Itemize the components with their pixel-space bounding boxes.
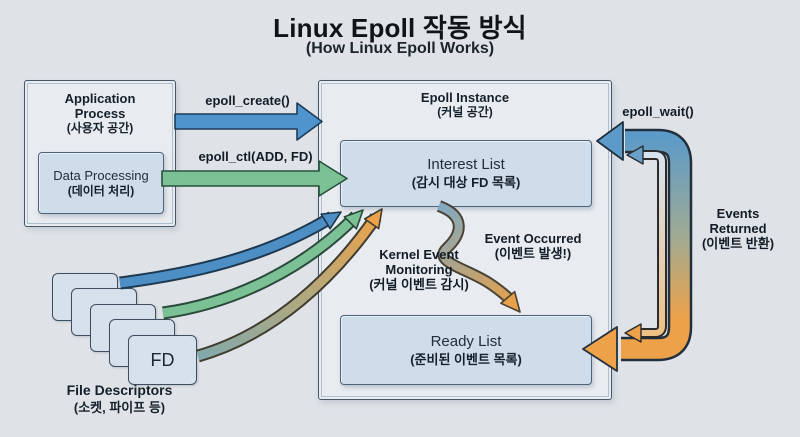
epoll-instance-header: Epoll Instance (커널 공간) (319, 90, 611, 120)
application-process-title: Application Process (64, 91, 136, 121)
fd-caption: File Descriptors (소켓, 파이프 등) (32, 382, 207, 416)
interest-list-box: Interest List (감시 대상 FD 목록) (340, 140, 592, 207)
ready-list-box: Ready List (준비된 이벤트 목록) (340, 315, 592, 385)
epoll-create-label: epoll_create() (205, 93, 290, 108)
epoll-wait-label: epoll_wait() (622, 104, 694, 119)
fd-label: FD (150, 349, 175, 370)
event-occurred-label: Event Occurred (이벤트 발생!) (472, 231, 594, 261)
application-process-header: Application Process (사용자 공간) (25, 91, 175, 136)
kernel-monitoring-line: (커널 이벤트 감시) (369, 277, 469, 292)
interest-list-title: Interest List (427, 156, 505, 173)
events-returned-line: (이벤트 반환) (701, 236, 775, 251)
epoll-ctl-label: epoll_ctl(ADD, FD) (198, 149, 313, 164)
kernel-monitoring-label: Kernel Event Monitoring (커널 이벤트 감시) (352, 247, 486, 292)
event-occurred-line: Event Occurred (484, 231, 582, 246)
event-occurred-line: (이벤트 발생!) (494, 246, 572, 261)
data-processing-subtitle: (데이터 처리) (67, 183, 135, 198)
fd-card-front: FD (128, 335, 197, 385)
page-title: Linux Epoll 작동 방식 (273, 13, 527, 43)
ready-list-title: Ready List (430, 332, 502, 350)
wait-return-arrow-inner (624, 145, 667, 343)
page-subtitle: (How Linux Epoll Works) (305, 40, 495, 57)
fd-caption-subtitle: (소켓, 파이프 등) (73, 400, 166, 415)
interest-list-subtitle: (감시 대상 FD 목록) (411, 175, 521, 190)
events-returned-line: Events (716, 206, 760, 221)
epoll-instance-subtitle: (커널 공간) (437, 105, 493, 119)
events-returned-line: Returned (709, 221, 767, 236)
data-processing-box: Data Processing (데이터 처리) (38, 152, 164, 214)
application-process-subtitle: (사용자 공간) (66, 121, 134, 135)
ready-list-subtitle: (준비된 이벤트 목록) (410, 351, 522, 367)
fd-caption-title: File Descriptors (66, 382, 173, 398)
epoll-create-arrow (174, 102, 323, 141)
data-processing-title: Data Processing (53, 167, 149, 183)
events-returned-label: Events Returned (이벤트 반환) (688, 206, 788, 251)
epoll-instance-title: Epoll Instance (420, 90, 510, 105)
kernel-monitoring-line: Monitoring (385, 262, 453, 277)
kernel-monitoring-line: Kernel Event (379, 247, 459, 262)
